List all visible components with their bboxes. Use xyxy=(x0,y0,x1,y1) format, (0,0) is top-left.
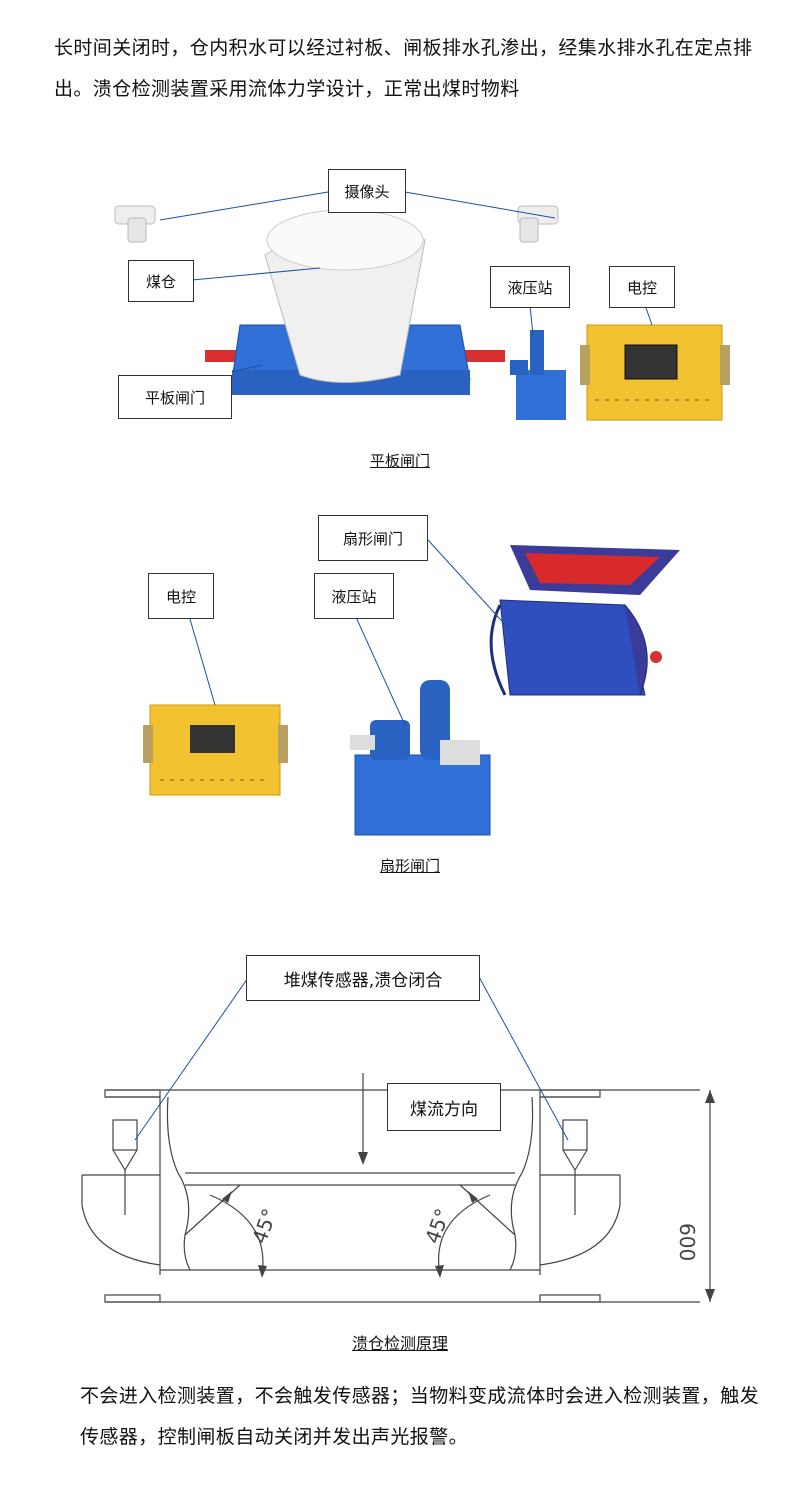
figure-sector-gate: 扇形闸门 电控 液压站 xyxy=(0,505,800,850)
caption-sector-gate: 扇形闸门 xyxy=(379,857,440,875)
paragraph-bottom: 不会进入检测装置，不会触发传感器；当物料变成流体时会进入检测装置，触发传感器，控… xyxy=(80,1385,760,1448)
label-hydraulic-station: 液压站 xyxy=(490,266,570,308)
paragraph-top: 长时间关闭时，仓内积水可以经过衬板、闸板排水孔渗出，经集水排水孔在定点排出。溃仓… xyxy=(54,37,753,100)
leader-lines-fig3 xyxy=(134,974,569,1141)
angle-left: 45° xyxy=(247,1205,282,1247)
label-coal-bin: 煤仓 xyxy=(128,260,194,302)
label-electric-control-2: 电控 xyxy=(148,573,214,619)
caption-detection-principle: 溃仓检测原理 xyxy=(351,1334,448,1353)
label-sensor: 堆煤传感器,溃仓闭合 xyxy=(246,955,480,1001)
camera-right-icon xyxy=(517,205,559,243)
hydraulic-station-2 xyxy=(350,680,491,836)
electric-control-panel-2 xyxy=(143,704,288,796)
leader-lines-fig2 xyxy=(182,539,511,726)
dimension-600: 600 xyxy=(675,1223,699,1261)
figure-detection-principle: 45° 45° 600 堆煤传感器,溃仓闭合 煤流方向 xyxy=(0,945,800,1325)
flat-gate-illustration xyxy=(114,191,730,421)
label-hydraulic-station-2: 液压站 xyxy=(314,573,394,619)
caption-flat-gate: 平板闸门 xyxy=(369,452,430,470)
sector-gate xyxy=(489,545,680,696)
label-flow-direction: 煤流方向 xyxy=(387,1083,501,1131)
detection-principle-diagram: 45° 45° 600 xyxy=(81,974,715,1303)
hydraulic-station-1 xyxy=(510,330,566,420)
coal-bin xyxy=(264,209,426,383)
label-flat-gate: 平板闸门 xyxy=(118,375,232,419)
figure-flat-gate: 摄像头 煤仓 液压站 电控 平板闸门 xyxy=(0,160,800,450)
electric-control-panel-1 xyxy=(580,324,730,421)
leader-lines-fig1 xyxy=(159,191,653,373)
camera-left-icon xyxy=(114,205,156,243)
label-camera: 摄像头 xyxy=(328,169,406,213)
angle-right: 45° xyxy=(420,1205,455,1247)
label-sector-gate: 扇形闸门 xyxy=(318,515,428,561)
label-electric-control: 电控 xyxy=(609,266,675,308)
sector-gate-illustration xyxy=(143,539,680,836)
